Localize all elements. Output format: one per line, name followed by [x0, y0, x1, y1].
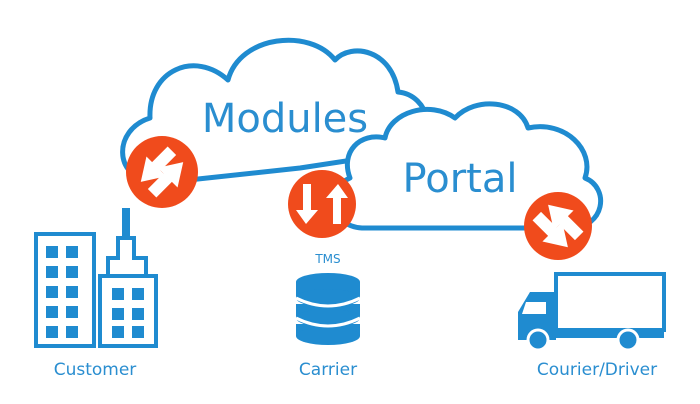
truck-icon	[518, 272, 666, 352]
exchange-arrows-icon	[126, 136, 198, 208]
updown-arrows-icon	[288, 170, 356, 238]
building-windows	[46, 246, 144, 338]
customer-label: Customer	[53, 360, 137, 380]
tms-label: TMS	[315, 252, 341, 266]
exchange-arrows-icon	[524, 192, 592, 260]
carrier-label: Carrier	[298, 360, 358, 380]
courier-label: Courier/Driver	[536, 360, 658, 380]
database-icon	[296, 273, 360, 345]
portal-cloud-label: Portal	[402, 156, 518, 202]
database-stripes	[295, 296, 361, 328]
modules-cloud-label: Modules	[201, 96, 369, 142]
portal-cloud	[330, 101, 603, 231]
building-icon	[34, 208, 158, 348]
